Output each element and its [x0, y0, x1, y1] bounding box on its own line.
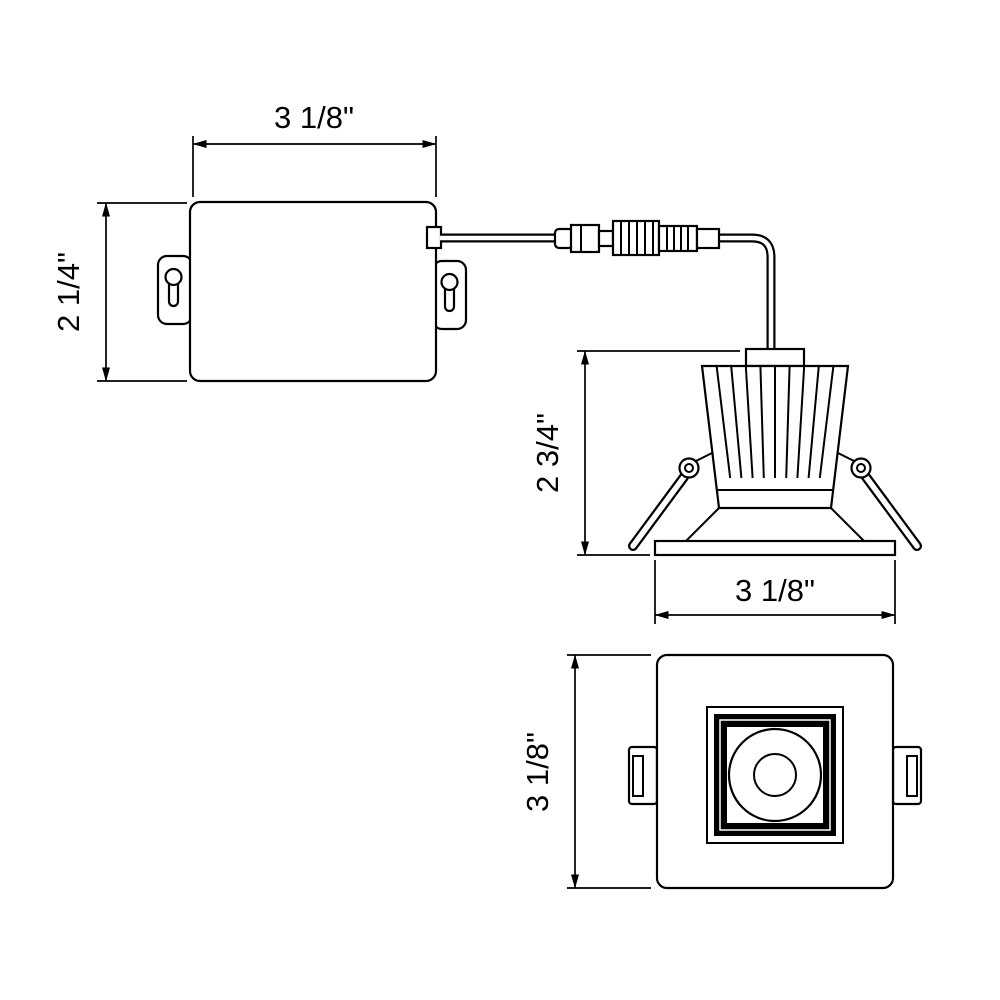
dim-driver-height-label: 2 1/4"	[51, 252, 86, 332]
fixture-face-view	[627, 653, 923, 890]
keyhole-hole-left	[164, 267, 183, 287]
clip-coil-left	[678, 457, 700, 479]
dim-driver-width-extensions	[192, 136, 437, 197]
lens-outer	[727, 727, 823, 823]
keyhole-hole-right	[440, 272, 459, 292]
dim-fixture-width-label: 3 1/8"	[735, 573, 815, 608]
dim-faceplate-height: 3 1/8"	[520, 654, 651, 889]
trim-flange	[653, 539, 897, 557]
connector-nut-ribs	[620, 222, 654, 254]
clip-coil-right-center	[856, 463, 866, 473]
driver-box-view	[156, 200, 468, 383]
trim-cone	[685, 507, 865, 542]
connector-neck	[597, 229, 615, 248]
spring-clip-left	[628, 452, 713, 551]
dim-faceplate-height-extensions	[567, 654, 651, 889]
clip-arm-left-core	[630, 474, 687, 549]
dim-faceplate-height-label: 3 1/8"	[520, 732, 555, 812]
cable-assembly	[440, 219, 776, 352]
dim-driver-height-extensions	[97, 202, 187, 382]
dim-fixture-height: 2 3/4"	[530, 350, 740, 556]
clip-hook-right	[837, 452, 855, 462]
heatsink-fins	[715, 365, 835, 479]
clip-arm-right-core	[863, 474, 920, 549]
dim-driver-width-label: 3 1/8"	[274, 100, 354, 135]
face-clip-right-detail	[906, 755, 918, 797]
driver-box	[188, 200, 438, 383]
dim-driver-width: 3 1/8"	[192, 100, 437, 197]
face-clip-left	[627, 745, 659, 806]
cable-exit-notch	[425, 225, 443, 250]
connector-body-ribs	[666, 227, 689, 250]
connector-body-right	[657, 224, 699, 253]
clip-coil-right	[850, 457, 872, 479]
spring-clip-right	[837, 452, 922, 551]
face-clip-left-detail	[632, 755, 644, 797]
clip-hook-left	[695, 452, 713, 462]
cable-right-outline	[719, 233, 776, 352]
clip-coil-left-center	[684, 463, 694, 473]
quick-connector	[553, 219, 721, 257]
cable-right-core	[719, 235, 774, 352]
face-clip-right	[891, 745, 923, 806]
fixture-side-view	[628, 347, 922, 557]
dim-fixture-height-label: 2 3/4"	[530, 413, 565, 493]
connector-cap-right	[695, 227, 721, 250]
connector-body-left	[569, 223, 601, 254]
bezel-outer-line	[706, 706, 844, 844]
lens-inner	[753, 753, 797, 797]
fixture-top-cap	[744, 347, 806, 368]
dim-fixture-width: 3 1/8"	[654, 560, 896, 624]
dim-fixture-height-extensions	[577, 350, 740, 556]
bezel-highlight-line	[719, 719, 831, 831]
dim-driver-height: 2 1/4"	[51, 202, 187, 382]
